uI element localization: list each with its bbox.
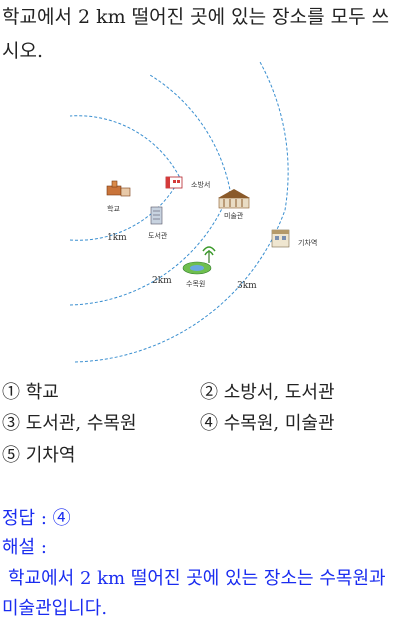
1km-label: 1km — [107, 233, 127, 243]
answer-value: ④ — [52, 508, 71, 529]
library-icon — [150, 206, 163, 225]
arboretum-label: 수목원 — [186, 279, 205, 288]
option-5[interactable]: ⑤ 기차역 — [2, 445, 76, 466]
option-2[interactable]: ② 소방서, 도서관 — [200, 382, 335, 403]
3km-label: 3km — [237, 281, 257, 291]
arboretum-icon — [182, 246, 216, 275]
library-label: 도서관 — [148, 231, 168, 240]
museum-icon — [218, 189, 250, 209]
fire-station-label: 소방서 — [191, 180, 210, 189]
answer-line: 정답 : ④ — [2, 507, 71, 531]
option-3[interactable]: ③ 도서관, 수목원 — [2, 413, 137, 434]
explanation-text: 학교에서 2 km 떨어진 곳에 있는 장소는 수목원과 미술관입니다. — [2, 568, 386, 619]
question-text: 학교에서 2 km 떨어진 곳에 있는 장소를 모두 쓰시오. — [2, 6, 390, 62]
answer-label: 정답 : — [2, 508, 47, 529]
1km-circle — [69, 115, 181, 241]
train-station-icon — [271, 229, 290, 248]
school-icon — [106, 180, 131, 197]
distance-map: 학교 소방서 미술관 도서관 수목원 기차역 — [69, 61, 317, 363]
explanation-label: 해설 : — [2, 537, 47, 558]
2km-label: 2km — [152, 276, 172, 286]
3km-circle — [74, 61, 289, 363]
option-1[interactable]: ① 학교 — [2, 382, 59, 403]
option-4[interactable]: ④ 수목원, 미술관 — [200, 413, 335, 434]
museum-label: 미술관 — [224, 211, 244, 220]
fire-station-icon — [165, 176, 183, 189]
train-station-label: 기차역 — [298, 238, 317, 247]
school-label: 학교 — [107, 204, 120, 213]
